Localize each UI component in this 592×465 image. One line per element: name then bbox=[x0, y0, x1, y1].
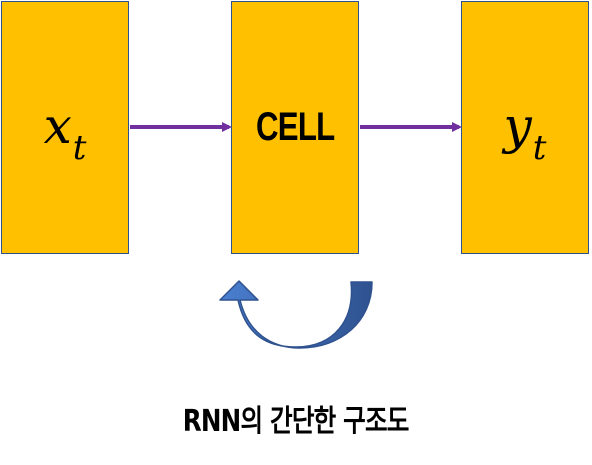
output-symbol-subscript: t bbox=[532, 127, 547, 168]
cell-node-box: CELL bbox=[231, 1, 359, 254]
cell-label: CELL bbox=[255, 105, 335, 149]
input-symbol-base: x bbox=[43, 96, 72, 155]
input-symbol-subscript: t bbox=[72, 127, 87, 168]
recurrent-loop-arrow bbox=[219, 280, 373, 349]
output-symbol: yt bbox=[504, 101, 547, 165]
output-node-box: yt bbox=[461, 1, 589, 254]
input-node-box: xt bbox=[1, 1, 129, 254]
output-symbol-base: y bbox=[503, 96, 532, 155]
caption-text: RNN의 간단한 구조도 bbox=[183, 404, 410, 439]
input-symbol: xt bbox=[44, 101, 87, 165]
diagram-caption: RNN의 간단한 구조도 bbox=[0, 396, 592, 440]
